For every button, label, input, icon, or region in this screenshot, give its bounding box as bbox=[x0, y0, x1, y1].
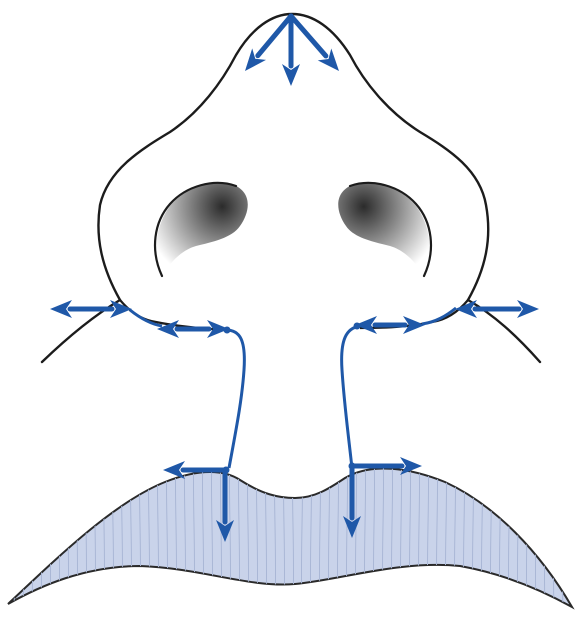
right-columella-path bbox=[342, 326, 360, 468]
junction-dot bbox=[223, 467, 230, 474]
junction-dot bbox=[349, 463, 356, 470]
upper-lip-fill bbox=[8, 468, 572, 607]
left-nostril bbox=[155, 183, 248, 276]
junction-dot bbox=[354, 323, 361, 330]
nasal-tip-arrow-up-left bbox=[245, 16, 291, 71]
right-alar-base-arrow-right bbox=[497, 300, 539, 318]
junction-dot bbox=[224, 327, 231, 334]
lip-stripe bbox=[517, 455, 518, 610]
lip-stripe bbox=[22, 455, 23, 610]
lip-stripe bbox=[58, 455, 59, 610]
nasal-tip-arrow-up-right bbox=[291, 16, 339, 71]
lip-stripe bbox=[526, 455, 527, 610]
vector-arrows bbox=[50, 16, 539, 542]
left-subalar-path bbox=[130, 310, 162, 326]
lip-stripe bbox=[562, 455, 563, 610]
left-columella-path bbox=[226, 330, 244, 468]
left-alar-base-arrow-left bbox=[50, 300, 92, 318]
lip-stripe bbox=[13, 455, 14, 610]
lip-stripe bbox=[49, 455, 50, 610]
right-nostril bbox=[338, 183, 431, 276]
lip-stripe bbox=[67, 455, 68, 610]
right-subalar-arrow-right bbox=[389, 316, 425, 334]
lip-stripe bbox=[76, 455, 77, 610]
upper-lip bbox=[8, 455, 572, 610]
